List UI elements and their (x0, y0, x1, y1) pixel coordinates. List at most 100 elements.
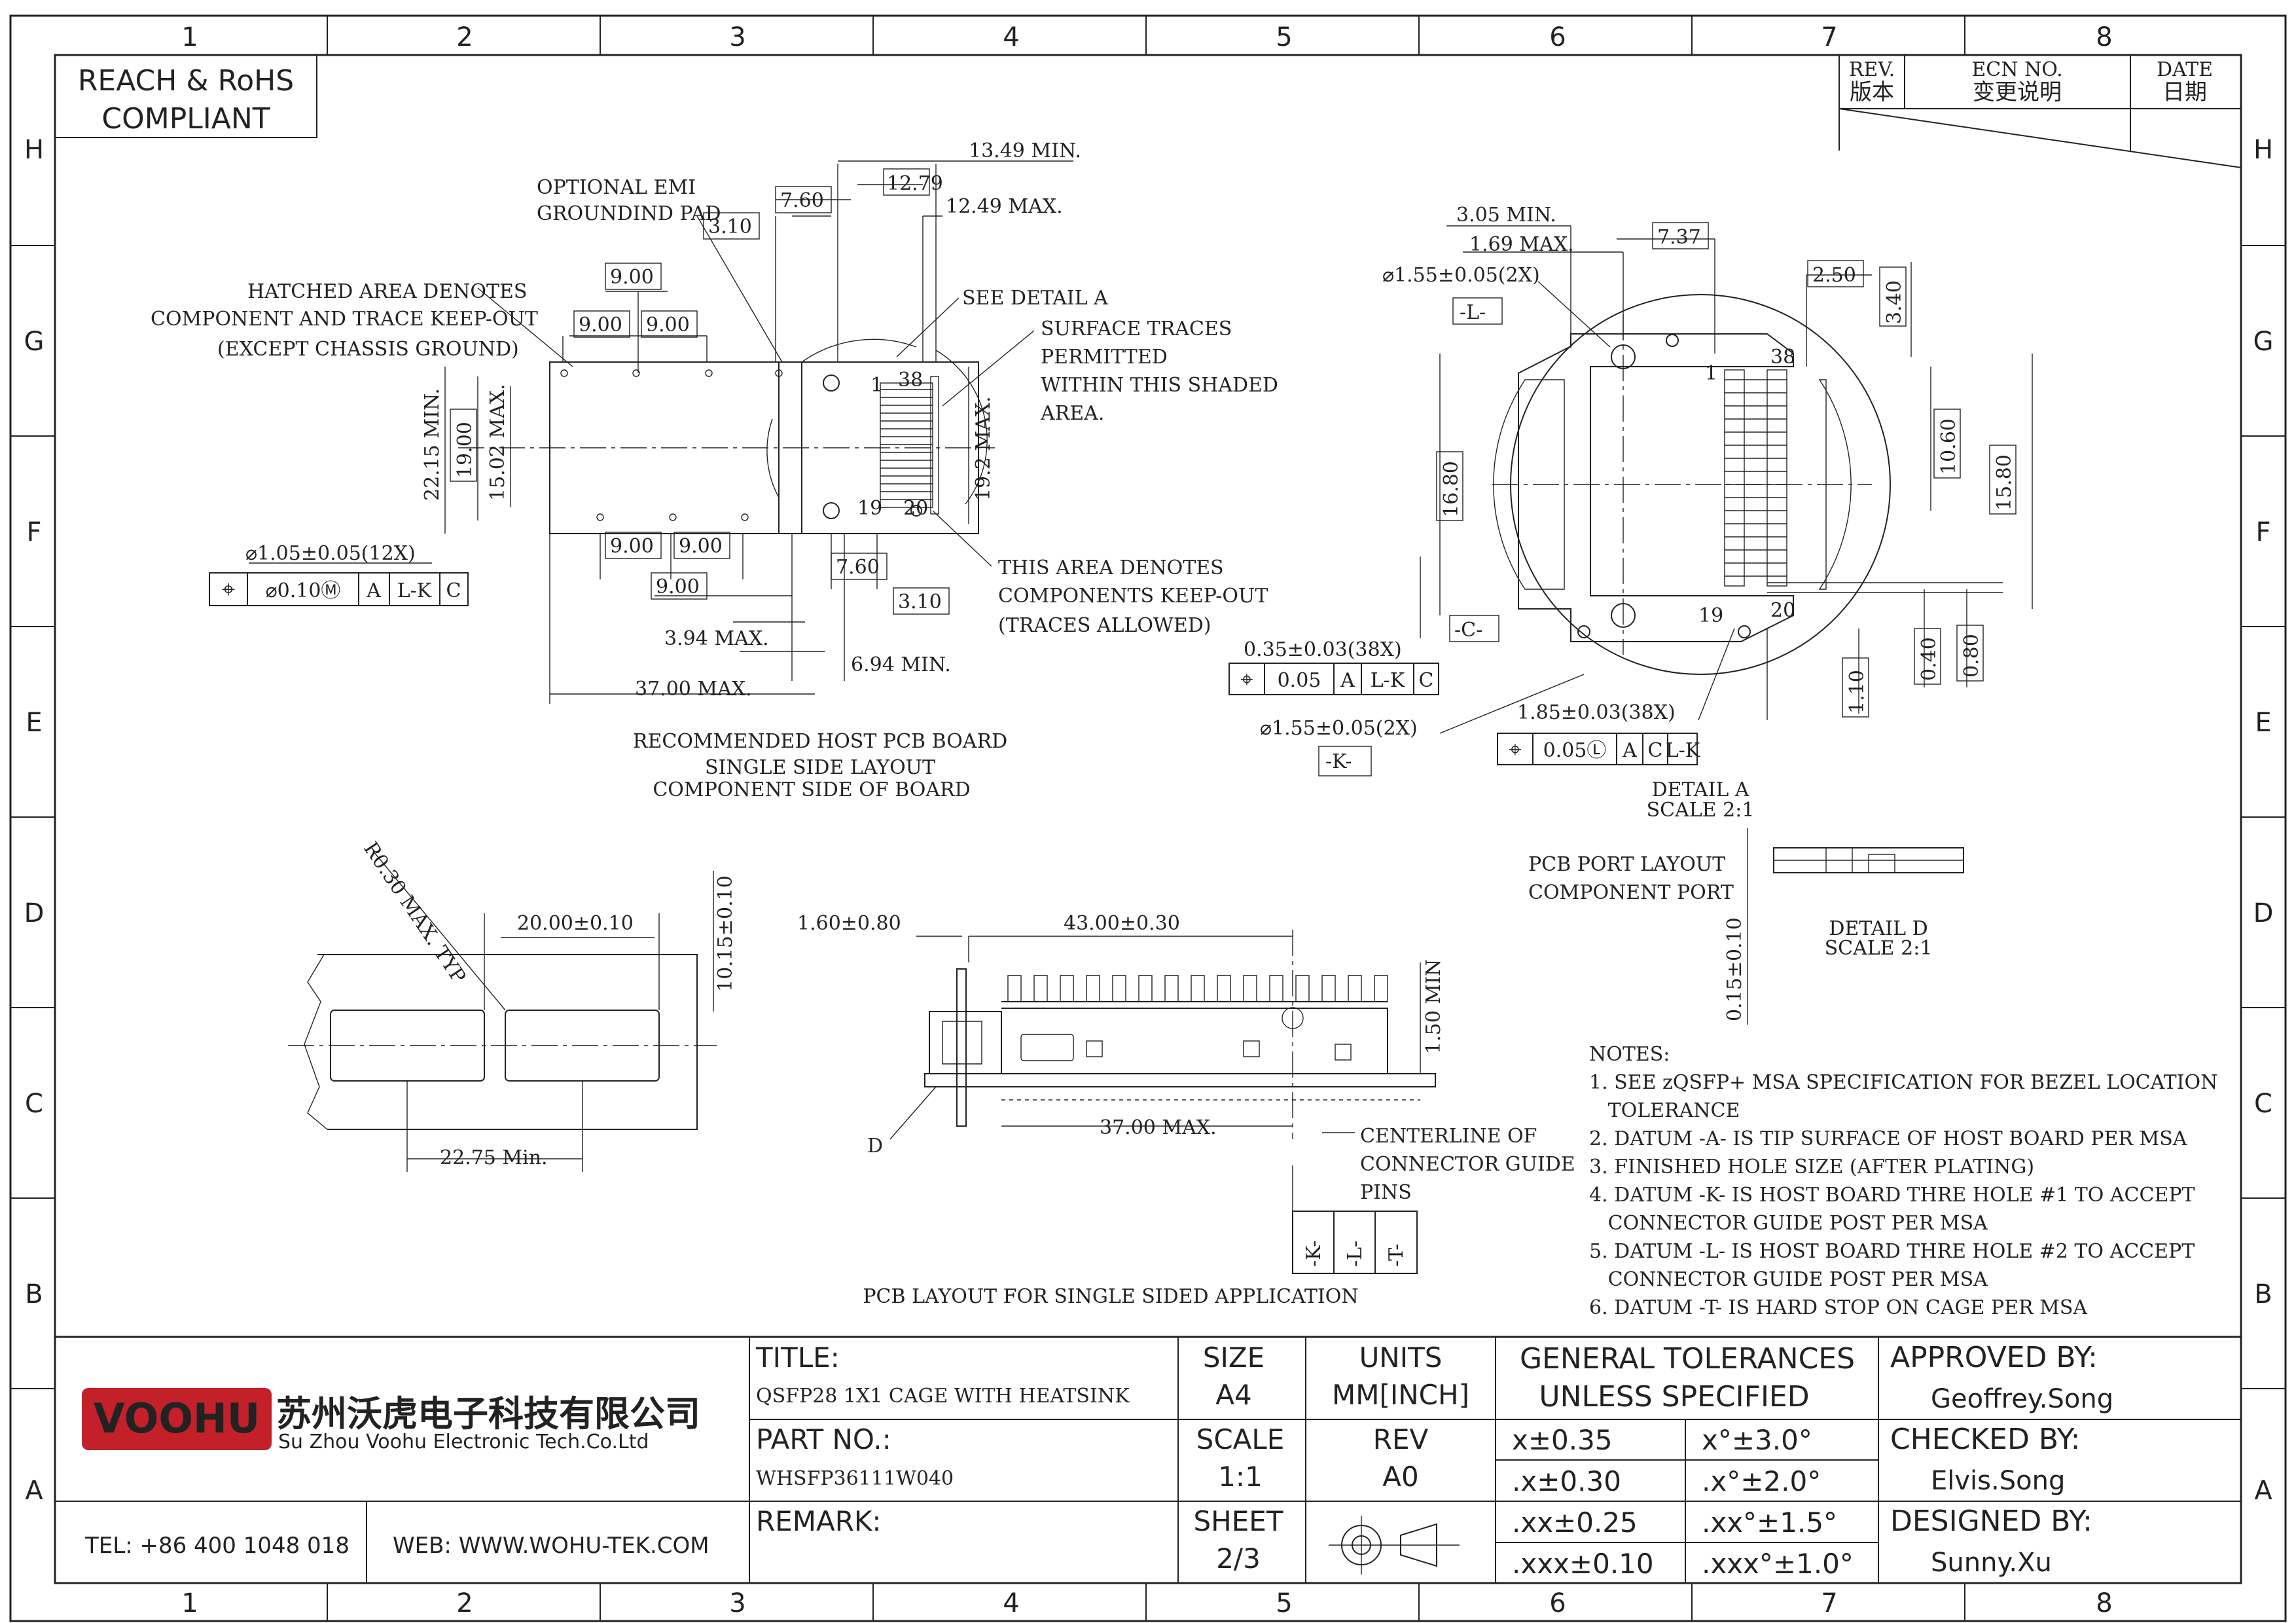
side-view: 1.60±0.80 43.00±0.30 1.50 MIN 37.00 MAX.… (797, 912, 1575, 1308)
note-line-9: 6. DATUM -T- IS HARD STOP ON CAGE PER MS… (1589, 1296, 2087, 1319)
dim-43-00: 43.00±0.30 (1064, 912, 1180, 935)
dim-9-00-a: 9.00 (610, 266, 654, 289)
dim-7-37: 7.37 (1657, 226, 1701, 249)
title-block: VOOHU 苏州沃虎电子科技有限公司 Su Zhou Voohu Electro… (55, 1336, 2241, 1583)
grid-row-h-r: H (2253, 135, 2273, 165)
grid-row-a-r: A (2254, 1476, 2272, 1506)
checked-value: Elvis.Song (1931, 1466, 2065, 1496)
fcf-detail-2: ⌖ 0.05Ⓛ A C L-K (1497, 733, 1700, 765)
svg-text:0.05Ⓛ: 0.05Ⓛ (1543, 739, 1607, 762)
dim-3-94: 3.94 MAX. (664, 627, 769, 650)
dim-9-00-e: 9.00 (679, 535, 723, 558)
host-caption-3: COMPONENT SIDE OF BOARD (653, 778, 970, 801)
notes-title: NOTES: (1589, 1043, 1670, 1066)
dim-37-00: 37.00 MAX. (635, 678, 752, 701)
dim-13-49: 13.49 MIN. (969, 139, 1081, 162)
rev-value: A0 (1382, 1461, 1418, 1493)
compliance-box: REACH & RoHS COMPLIANT (54, 54, 317, 138)
projection-symbol-icon (1329, 1516, 1460, 1575)
units-label: UNITS (1359, 1341, 1443, 1374)
tol-angular-0: x°±3.0° (1702, 1424, 1812, 1456)
grid-row-d-r: D (2253, 898, 2274, 928)
dim-16-80: 16.80 (1440, 461, 1463, 517)
tol-linear-2: .xx±0.25 (1512, 1506, 1638, 1539)
datum-l-side: -L- (1344, 1241, 1367, 1267)
grid-col-3b: 3 (729, 1588, 745, 1618)
compliance-line-2: COMPLIANT (101, 102, 270, 136)
area-label-2: COMPONENTS KEEP-OUT (998, 585, 1268, 608)
tol-angular-1: .x°±2.0° (1702, 1465, 1821, 1497)
grid-row-e: E (26, 708, 42, 738)
dim-3-05: 3.05 MIN. (1456, 204, 1556, 227)
grid-col-2: 2 (456, 22, 473, 52)
date-header: DATE (2157, 58, 2213, 81)
svg-text:C: C (1648, 739, 1663, 762)
note-line-5: 4. DATUM -K- IS HOST BOARD THRE HOLE #1 … (1589, 1184, 2195, 1207)
grid-col-4b: 4 (1003, 1588, 1019, 1618)
bezel-pitch: 22.75 Min. (440, 1146, 548, 1169)
grid-row-g: G (24, 327, 45, 357)
area-label-3: (TRACES ALLOWED) (998, 614, 1211, 637)
grid-row-f: F (26, 517, 41, 547)
grid-col-6: 6 (1549, 22, 1566, 52)
tol-linear-0: x±0.35 (1512, 1424, 1613, 1456)
host-caption-1: RECOMMENDED HOST PCB BOARD (633, 730, 1007, 753)
grid-col-1: 1 (181, 22, 198, 52)
size-value: A4 (1215, 1379, 1251, 1411)
svg-text:C: C (446, 579, 461, 602)
dim-1-50: 1.50 MIN (1422, 959, 1445, 1054)
rev-label: REV (1373, 1423, 1429, 1455)
grid-row-c-r: C (2254, 1089, 2272, 1119)
dim-1-60: 1.60±0.80 (797, 912, 901, 935)
rev-header: REV. (1849, 58, 1895, 81)
checked-label: CHECKED BY: (1890, 1423, 2081, 1456)
grid-col-5: 5 (1276, 22, 1292, 52)
grid-row-b: B (25, 1279, 43, 1309)
dim-10-60: 10.60 (1937, 418, 1960, 475)
datum-t-side: -T- (1385, 1244, 1408, 1267)
svg-text:A: A (366, 579, 381, 602)
dim-15-80: 15.80 (1993, 454, 2016, 511)
grid-col-3: 3 (729, 22, 745, 52)
surface-label-4: AREA. (1040, 402, 1104, 425)
revision-block: REV. 版本 ECN NO. 变更说明 DATE 日期 (1839, 54, 2242, 168)
svg-text:0.05: 0.05 (1278, 669, 1321, 692)
dim-15-02: 15.02 MAX. (486, 384, 509, 501)
dim-7-60-bottom: 7.60 (836, 556, 880, 579)
surface-label-3: WITHIN THIS SHADED (1041, 374, 1278, 397)
compliance-line-1: REACH & RoHS (78, 64, 294, 98)
grid-col-8b: 8 (2096, 1588, 2112, 1618)
ecn-header: ECN NO. (1971, 58, 2062, 81)
tol-linear-1: .x±0.30 (1512, 1465, 1621, 1497)
logo-text: VOOHU (94, 1395, 260, 1442)
dim-7-60-top: 7.60 (780, 189, 824, 212)
grid-col-8: 8 (2096, 22, 2112, 52)
centerline-label-3: PINS (1360, 1181, 1412, 1204)
note-line-1: 1. SEE zQSFP+ MSA SPECIFICATION FOR BEZE… (1589, 1071, 2217, 1094)
company-name-cn: 苏州沃虎电子科技有限公司 (276, 1393, 700, 1434)
grid-col-7: 7 (1821, 22, 1837, 52)
detail-a-caption-2: SCALE 2:1 (1647, 799, 1755, 822)
notes: NOTES: 1. SEE zQSFP+ MSA SPECIFICATION F… (1589, 1043, 2217, 1319)
pin-1: 1 (870, 374, 883, 397)
approved-value: Geoffrey.Song (1931, 1384, 2113, 1414)
bezel-width: 20.00±0.10 (517, 912, 634, 935)
dim-9-00-f: 9.00 (656, 575, 700, 598)
grid-row-f-r: F (2255, 517, 2270, 547)
detail-pin-19: 19 (1698, 604, 1723, 627)
dim-6-94: 6.94 MIN. (851, 653, 951, 676)
dim-19-00: 19.00 (454, 422, 476, 478)
title-value: QSFP28 1X1 CAGE WITH HEATSINK (756, 1385, 1130, 1408)
dim-0-40: 0.40 (1918, 637, 1941, 681)
svg-text:L-K: L-K (397, 579, 432, 602)
pitch-callout: 1.85±0.03(38X) (1517, 701, 1676, 724)
dim-3-10-bottom: 3.10 (898, 591, 942, 613)
tol-linear-3: .xxx±0.10 (1512, 1548, 1654, 1580)
dim-1-69: 1.69 MAX. (1469, 233, 1574, 256)
note-line-4: 3. FINISHED HOLE SIZE (AFTER PLATING) (1589, 1156, 2034, 1178)
detail-a-contacts (1724, 369, 1787, 587)
note-line-2: TOLERANCE (1589, 1099, 1740, 1122)
grid-row-e-r: E (2255, 708, 2271, 738)
tol-angular-2: .xx°±1.5° (1702, 1506, 1837, 1539)
datum-c: -C- (1454, 619, 1482, 642)
